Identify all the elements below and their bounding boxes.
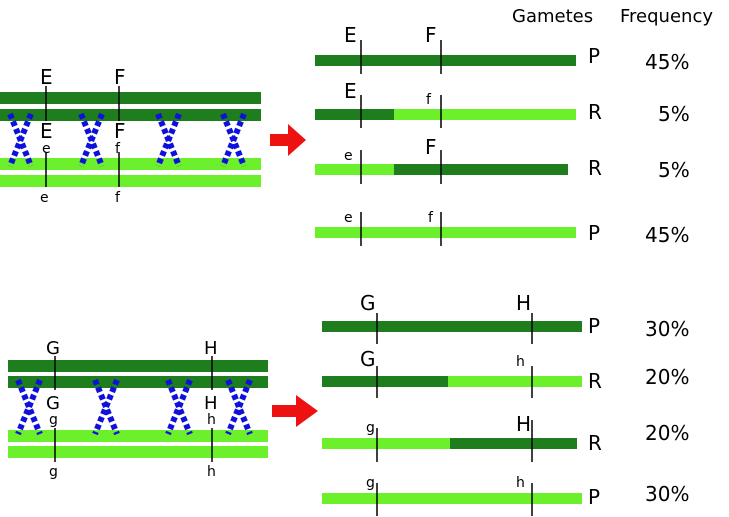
gamete-1-right: F [425, 23, 437, 47]
gamete-5: G H P 30% [322, 291, 689, 344]
label-g-2: g [49, 464, 58, 480]
gamete-4-right: f [428, 210, 434, 226]
gamete-6-type: R [588, 369, 602, 393]
gamete-3-right: F [425, 135, 437, 159]
chromatid-light-1 [0, 158, 261, 170]
gamete-3-freq: 5% [658, 158, 690, 182]
gamete-5-right: H [516, 291, 531, 315]
label-h-2: h [207, 464, 216, 480]
label-g-1: g [49, 412, 58, 428]
gamete-6: G h R 20% [322, 347, 689, 398]
gamete-6-right: h [516, 354, 525, 370]
arrow-1 [270, 124, 306, 156]
chromatid-light-3 [8, 430, 268, 442]
crossover-5b [15, 378, 43, 436]
gamete-4-freq: 45% [645, 223, 689, 247]
gamete-6-freq: 20% [645, 365, 689, 389]
gamete-5-freq: 30% [645, 317, 689, 341]
chromatid-dark-2 [0, 109, 261, 121]
gamete-5-type: P [588, 314, 600, 338]
crossover-7b [165, 378, 193, 436]
chromatid-dark-4 [8, 376, 268, 388]
crossover-5a [15, 378, 43, 436]
label-e-2: e [40, 190, 49, 206]
panel2-homologs: G H G H g h g h [8, 338, 268, 480]
label-F-2: F [114, 119, 126, 143]
panel1-homologs: E F E F e f e f [0, 65, 261, 206]
gamete-6-left: G [360, 347, 376, 371]
gamete-8-freq: 30% [645, 482, 689, 506]
gamete-1-freq: 45% [645, 50, 689, 74]
gamete-4-type: P [588, 221, 600, 245]
gamete-1: E F P 45% [315, 23, 689, 74]
crossover-6a [92, 378, 120, 436]
crossover-7a [165, 378, 193, 436]
gamete-7-freq: 20% [645, 421, 689, 445]
label-E-2: E [40, 119, 53, 143]
arrow-2 [272, 395, 318, 427]
crossover-2b [78, 112, 105, 168]
crossover-1b [7, 112, 34, 168]
gamete-2: E f R 5% [315, 79, 690, 128]
gamete-5-left: G [360, 291, 376, 315]
gamete-1-type: P [588, 44, 600, 68]
gamete-2-left: E [344, 79, 357, 103]
gamete-8-left: g [366, 475, 375, 491]
gamete-8-right: h [516, 475, 525, 491]
label-H-1: H [204, 338, 218, 359]
gamete-2-right: f [426, 92, 432, 108]
label-G-1: G [46, 338, 60, 359]
crossover-4b [220, 112, 247, 168]
frequency-header: Frequency [620, 6, 713, 27]
label-e-1: e [42, 141, 51, 157]
gamete-4-left: e [344, 210, 353, 226]
gamete-8-type: P [588, 485, 600, 509]
gamete-8: g h P 30% [322, 475, 689, 516]
label-H-2: H [204, 393, 218, 414]
crossover-3b [155, 112, 182, 168]
gamete-2-freq: 5% [658, 102, 690, 126]
label-F-1: F [114, 65, 126, 89]
gametes-header: Gametes [512, 6, 593, 27]
gamete-1-left: E [344, 23, 357, 47]
panel1-gametes: E F P 45% E f R 5% e F R 5% [315, 23, 690, 247]
label-f-2: f [115, 190, 121, 206]
gamete-7-right: H [516, 412, 531, 436]
gamete-2-type: R [588, 100, 602, 124]
label-E-1: E [40, 65, 53, 89]
chromatid-light-2 [0, 175, 261, 187]
gamete-3-left: e [344, 148, 353, 164]
gamete-3: e F R 5% [315, 135, 690, 184]
crossover-6b [92, 378, 120, 436]
label-h-1: h [207, 412, 216, 428]
gamete-3-type: R [588, 156, 602, 180]
gamete-7: g H R 20% [322, 412, 689, 462]
crossover-8a [225, 378, 253, 436]
label-f-1: f [115, 141, 121, 157]
gamete-7-type: R [588, 431, 602, 455]
chromatid-dark-1 [0, 92, 261, 104]
chromatid-dark-3 [8, 360, 268, 372]
gamete-4: e f P 45% [315, 210, 689, 247]
label-G-2: G [46, 393, 60, 414]
chromatid-light-4 [8, 446, 268, 458]
gamete-7-left: g [366, 420, 375, 436]
panel2-gametes: G H P 30% G h R 20% g H R 20% [322, 291, 689, 516]
crossover-8b [225, 378, 253, 436]
